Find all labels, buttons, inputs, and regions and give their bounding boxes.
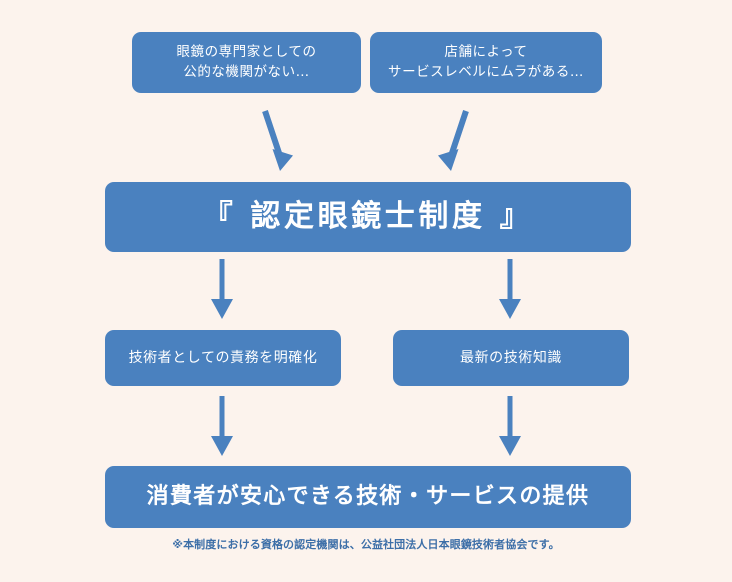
arrow-benefit-right-to-outcome <box>499 396 521 456</box>
arrow-system-to-benefit-right <box>499 259 521 319</box>
benefit-label: 技術者としての責務を明確化 <box>128 349 318 366</box>
arrow-concern-left-to-system <box>262 110 293 171</box>
concern-line-2: サービスレベルにムラがある… <box>388 63 584 80</box>
footnote-text: ※本制度における資格の認定機関は、公益社団法人日本眼鏡技術者協会です。 <box>172 538 560 551</box>
concern-line-1: 眼鏡の専門家としての <box>176 43 317 60</box>
concern-box-text: 眼鏡の専門家としての 公的な機関がない… <box>167 43 327 82</box>
benefit-box-clarify-responsibility: 技術者としての責務を明確化 <box>105 330 341 386</box>
concern-box-text: 店舗によって サービスレベルにムラがある… <box>378 43 594 82</box>
outcome-box-reliable-service: 消費者が安心できる技術・サービスの提供 <box>105 466 631 528</box>
system-title-box: 『 認定眼鏡士制度 』 <box>105 182 631 252</box>
benefit-label: 最新の技術知識 <box>460 349 562 366</box>
concern-line-2: 公的な機関がない… <box>183 63 310 80</box>
outcome-label: 消費者が安心できる技術・サービスの提供 <box>146 484 590 510</box>
concern-line-1: 店舗によって <box>444 43 528 60</box>
arrow-concern-right-to-system <box>438 110 469 171</box>
concern-box-service-level-varies: 店舗によって サービスレベルにムラがある… <box>370 32 602 93</box>
arrow-benefit-left-to-outcome <box>211 396 233 456</box>
benefit-box-latest-technical-knowledge: 最新の技術知識 <box>393 330 629 386</box>
system-title-label: 『 認定眼鏡士制度 』 <box>202 199 534 235</box>
arrow-system-to-benefit-left <box>211 259 233 319</box>
concern-box-no-public-institution: 眼鏡の専門家としての 公的な機関がない… <box>132 32 361 93</box>
